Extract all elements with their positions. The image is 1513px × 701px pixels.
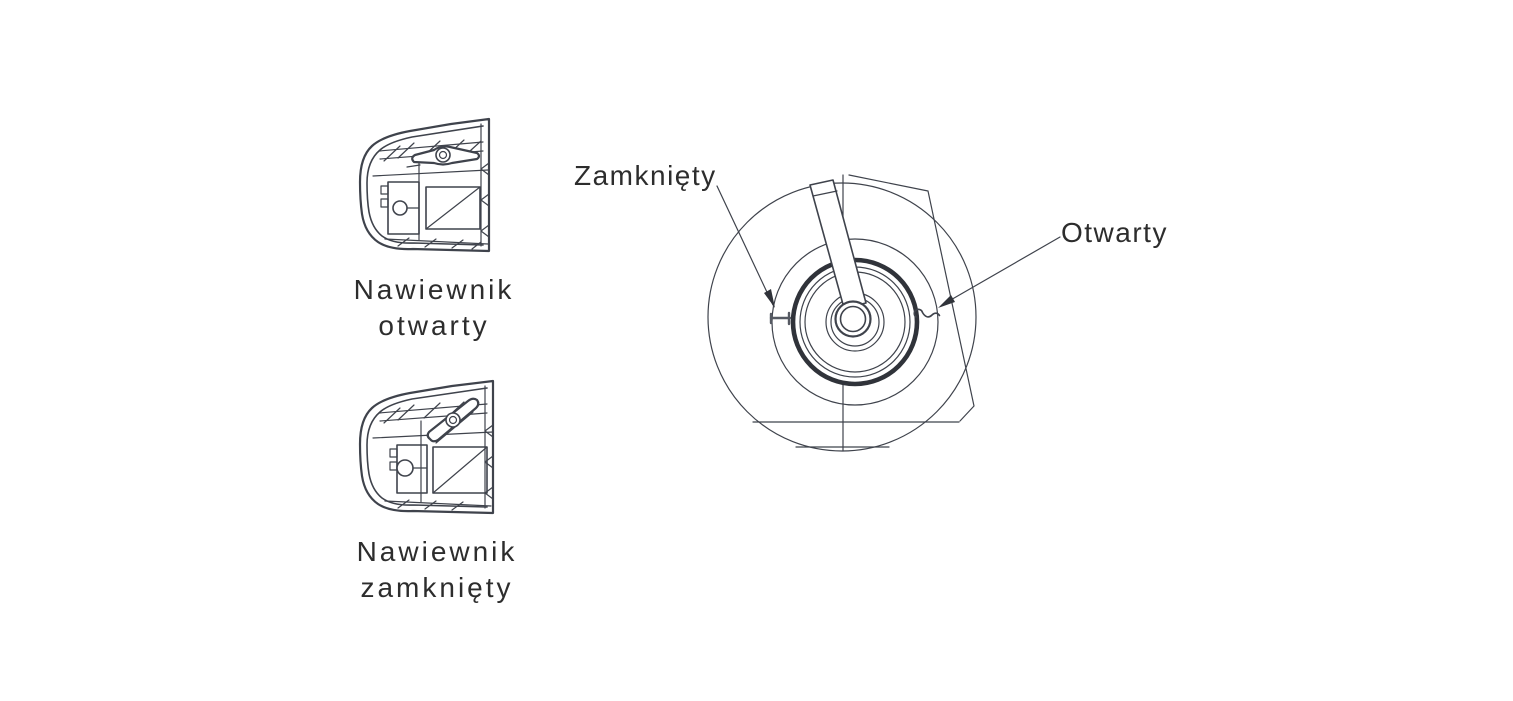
caption-open-line1: Nawiewnik bbox=[353, 274, 515, 305]
caption-closed-line1: Nawiewnik bbox=[356, 536, 518, 567]
caption-open-line2: otwarty bbox=[378, 310, 490, 341]
closed-position-mark-icon bbox=[769, 311, 792, 326]
dial-lever-icon bbox=[809, 179, 867, 309]
caption-vent-closed: Nawiewnik zamknięty bbox=[337, 534, 537, 606]
open-arrowhead-icon bbox=[938, 295, 955, 308]
annotation-open-position: Otwarty bbox=[1061, 217, 1168, 248]
caption-closed-line2: zamknięty bbox=[360, 572, 514, 603]
closed-leader-line bbox=[716, 185, 775, 308]
dial-detail-drawing-icon bbox=[707, 174, 1061, 452]
housing-outer-circle bbox=[707, 182, 977, 452]
caption-vent-open: Nawiewnik otwarty bbox=[339, 272, 529, 344]
vent-open-drawing-icon bbox=[358, 117, 491, 253]
closed-arrowhead-icon bbox=[764, 289, 775, 308]
annotation-closed-position: Zamknięty bbox=[574, 160, 717, 191]
vent-closed-drawing-icon bbox=[358, 379, 495, 515]
open-leader-line bbox=[938, 236, 1061, 308]
open-position-mark-icon bbox=[913, 308, 941, 318]
